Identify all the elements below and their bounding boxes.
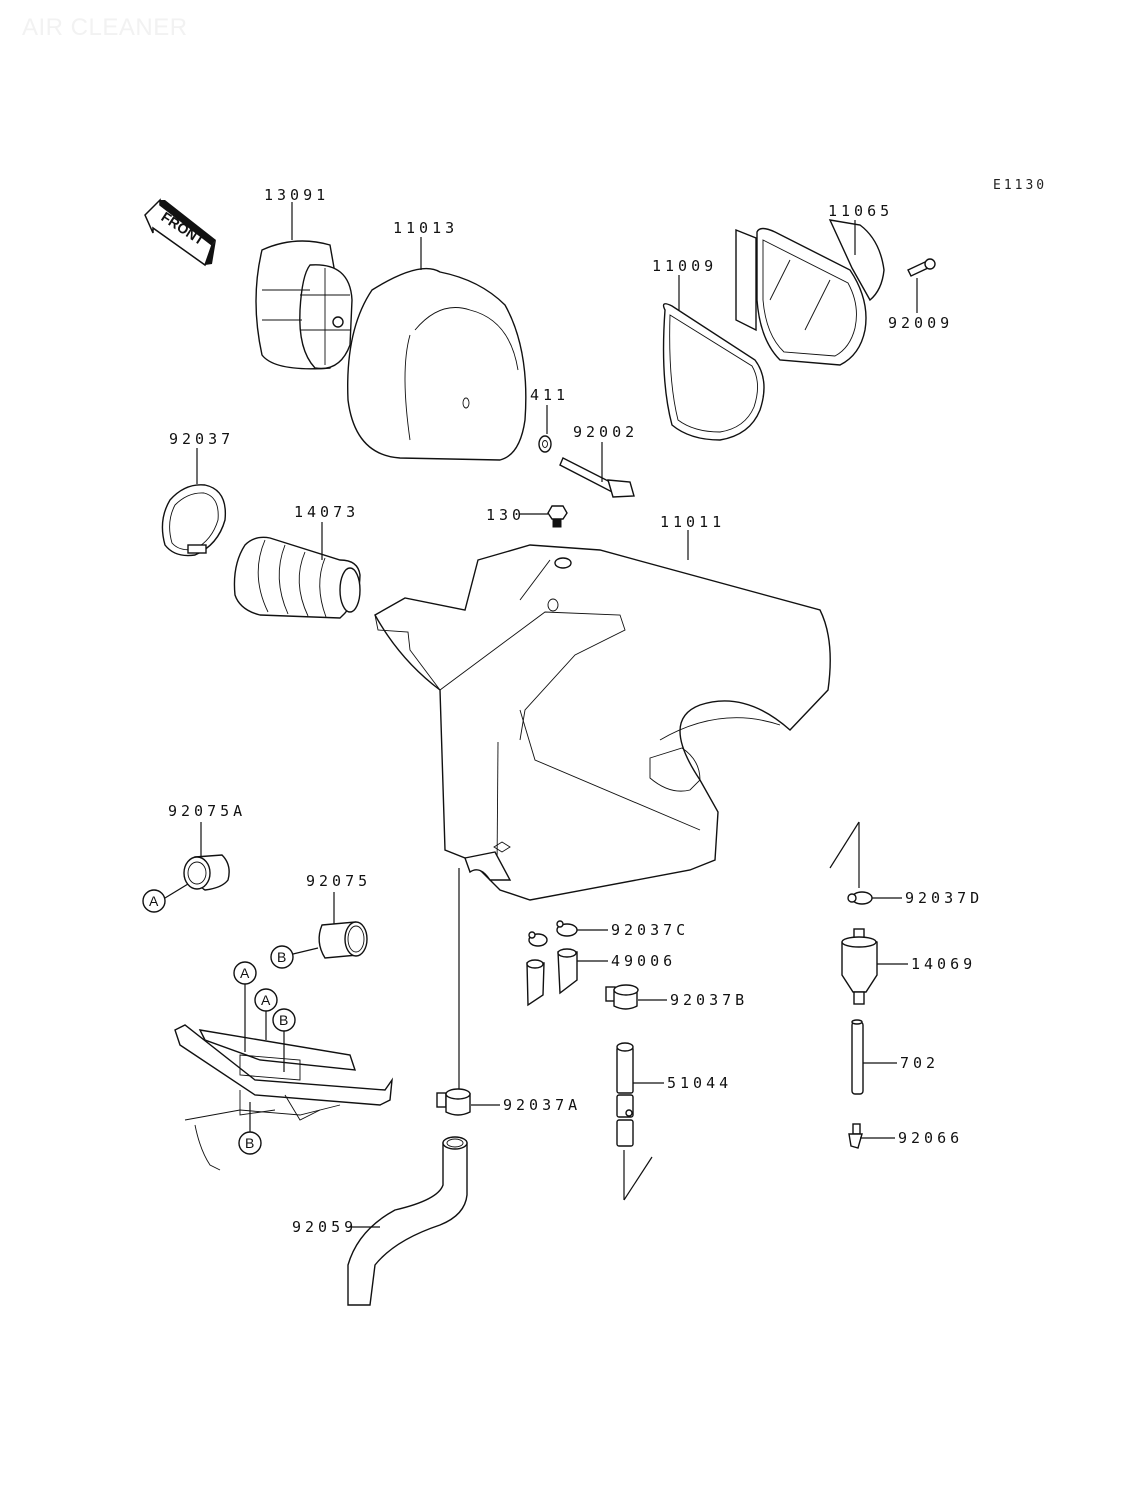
part-label-11011: 11011	[660, 513, 725, 531]
part-label-92037A: 92037A	[503, 1096, 581, 1114]
part-11011[interactable]: 11011	[374, 513, 831, 901]
part-label-11013: 11013	[393, 219, 458, 237]
part-label-49006: 49006	[611, 952, 676, 970]
part-label-13091: 13091	[264, 186, 329, 204]
part-13091[interactable]: 13091	[255, 186, 353, 370]
part-11009[interactable]: 11009	[652, 257, 765, 441]
svg-text:A: A	[240, 965, 250, 981]
part-92059[interactable]: 92059	[292, 1136, 468, 1306]
part-92002[interactable]: 92002	[559, 423, 638, 498]
part-92037C[interactable]: 92037C	[528, 920, 689, 947]
diagram-code: E1130	[993, 178, 1048, 193]
part-92009[interactable]: 92009	[888, 258, 953, 332]
part-92066[interactable]: 92066	[848, 1123, 963, 1149]
svg-text:A: A	[149, 893, 159, 909]
part-label-14069: 14069	[911, 955, 976, 973]
part-49006[interactable]: 49006	[526, 948, 676, 1007]
reference-marker-a	[142, 889, 166, 913]
part-92037[interactable]: 92037	[161, 430, 234, 557]
part-11065[interactable]: 11065	[735, 202, 893, 366]
part-51044[interactable]: 51044	[616, 1042, 732, 1201]
part-label-702: 702	[900, 1054, 939, 1072]
part-label-92037B: 92037B	[670, 991, 748, 1009]
part-label-51044: 51044	[667, 1074, 732, 1092]
part-label-92059: 92059	[292, 1218, 357, 1236]
part-92037A[interactable]: 92037A	[436, 868, 581, 1116]
part-11013[interactable]: 11013	[347, 219, 527, 461]
part-label-92037: 92037	[169, 430, 234, 448]
part-label-92075A: 92075A	[168, 802, 246, 820]
part-label-14073: 14073	[294, 503, 359, 521]
part-label-411: 411	[530, 386, 569, 404]
page-title: AIR CLEANER	[22, 14, 188, 41]
part-92075[interactable]: 92075 B	[270, 872, 371, 969]
svg-text:B: B	[277, 949, 286, 965]
part-label-11009: 11009	[652, 257, 717, 275]
front-arrow-icon: FRONT	[144, 198, 216, 267]
part-14069[interactable]: 14069	[841, 928, 976, 1005]
svg-text:B: B	[279, 1012, 288, 1028]
frame-reference: A A B B	[174, 961, 393, 1171]
part-411[interactable]: 411	[530, 386, 569, 453]
part-702[interactable]: 702	[851, 1019, 939, 1095]
part-label-92009: 92009	[888, 314, 953, 332]
part-14073[interactable]: 14073	[233, 503, 361, 619]
part-92075A[interactable]: 92075A A	[142, 802, 246, 913]
part-label-92002: 92002	[573, 423, 638, 441]
part-label-11065: 11065	[828, 202, 893, 220]
part-label-92066: 92066	[898, 1129, 963, 1147]
part-label-92037D: 92037D	[905, 889, 983, 907]
part-92037D[interactable]: 92037D	[829, 821, 983, 907]
part-92037B[interactable]: 92037B	[605, 984, 748, 1010]
part-label-92037C: 92037C	[611, 921, 689, 939]
reference-marker-b	[270, 945, 294, 969]
part-label-130: 130	[486, 506, 525, 524]
svg-text:A: A	[261, 992, 271, 1008]
part-label-92075: 92075	[306, 872, 371, 890]
part-130[interactable]: 130	[486, 505, 568, 528]
svg-text:B: B	[245, 1135, 254, 1151]
